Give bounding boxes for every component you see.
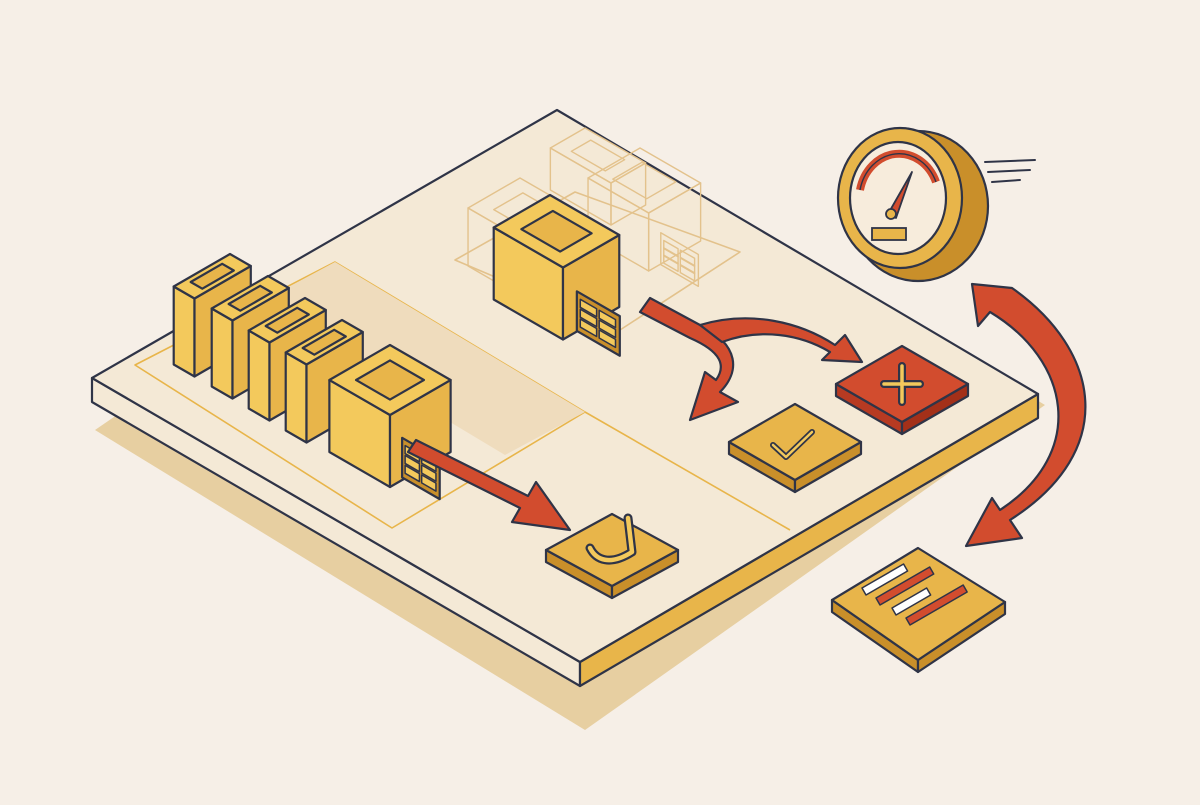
platform-top <box>90 108 1040 664</box>
monitoring-elements <box>830 126 1087 674</box>
speed-line <box>987 169 1031 173</box>
cube-label-slot <box>579 298 598 318</box>
gauge-pivot <box>885 208 897 220</box>
failure-tile <box>834 344 970 436</box>
queued-packages <box>172 252 452 501</box>
speed-line <box>991 179 1021 183</box>
report-bar <box>891 587 932 616</box>
cube-top-inset <box>264 306 310 334</box>
check-mark-icon <box>771 430 814 459</box>
bar-chart-card-icon <box>830 546 1007 674</box>
cube-label-slot <box>420 464 437 482</box>
zone-divider <box>584 411 791 531</box>
cube-top-inset <box>520 209 593 253</box>
cube-face-left <box>172 285 196 378</box>
ghost-package-icon <box>549 127 647 226</box>
cross-mark-icon <box>882 364 922 404</box>
cube-label-slot <box>598 329 617 349</box>
cube-face-left <box>247 329 271 422</box>
report-bar <box>875 566 935 606</box>
cube-label-slot <box>663 254 679 273</box>
gauge-readout <box>871 227 907 241</box>
cube-face-left <box>210 307 234 400</box>
arrow-icon <box>406 438 572 532</box>
speedometer-gauge-icon <box>836 126 1036 283</box>
gauge-scale-outline <box>859 153 937 191</box>
arrow-icon <box>638 296 740 422</box>
report-bar <box>905 584 968 626</box>
cube-label-slot <box>404 464 421 483</box>
cube-top-inset <box>189 262 235 290</box>
cube-face-left <box>284 351 308 444</box>
check-mark-icon <box>587 515 635 563</box>
arrow-icon <box>964 282 1087 548</box>
card-top <box>830 546 1007 662</box>
arrow-icon <box>698 317 864 364</box>
success-tile <box>544 512 680 600</box>
cube-label-slot <box>679 263 696 282</box>
cube-label-slot <box>404 454 421 473</box>
cube-face-top <box>549 127 647 184</box>
cube-label-slot <box>579 308 598 328</box>
success-tile-top <box>544 512 680 588</box>
cube-label-slot <box>598 319 617 339</box>
cube-label-panel <box>660 232 700 288</box>
speed-line <box>984 159 1036 163</box>
success-tile-top <box>727 402 863 482</box>
cube-label-slot <box>579 318 598 338</box>
cube-top-inset <box>612 161 677 200</box>
cube-label-slot <box>598 309 617 329</box>
cube-label-slot <box>420 474 437 492</box>
pipeline-elements <box>406 193 970 600</box>
cube-face-top <box>587 147 702 214</box>
report-bar <box>861 563 909 596</box>
platform-board <box>90 108 1045 730</box>
cube-top-inset <box>227 284 273 312</box>
zone-queue-highlight <box>255 262 585 455</box>
cube-top-inset <box>570 139 626 172</box>
cube-top-inset <box>301 328 347 356</box>
cube-top-inset <box>354 359 426 401</box>
success-tile <box>727 402 863 494</box>
package-box-icon <box>492 193 621 357</box>
